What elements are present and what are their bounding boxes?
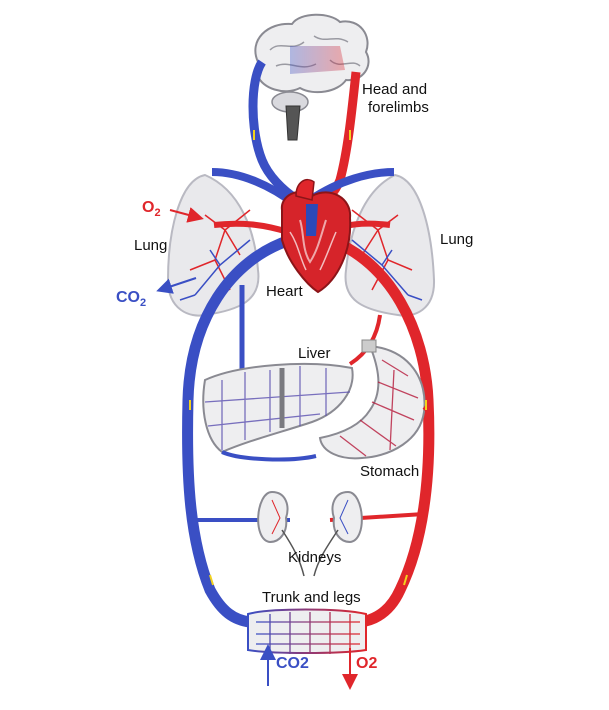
head-vein bbox=[248, 59, 301, 204]
brainstem bbox=[285, 105, 301, 141]
vena-cava bbox=[182, 234, 292, 628]
gut-vein bbox=[221, 450, 317, 462]
label-o2-lung: O2 bbox=[142, 199, 161, 219]
kidney-right bbox=[331, 490, 363, 544]
brain bbox=[254, 13, 370, 141]
label-kidneys: Kidneys bbox=[288, 549, 341, 566]
label-lung-left: Lung bbox=[134, 237, 167, 254]
lung-right bbox=[344, 173, 436, 317]
label-lung-right: Lung bbox=[440, 231, 473, 248]
liver bbox=[202, 363, 354, 454]
label-head: Head and bbox=[362, 81, 427, 98]
label-co2-bottom: CO2 bbox=[276, 655, 309, 672]
ureters bbox=[281, 529, 339, 577]
flow-markers bbox=[189, 130, 427, 586]
trunk-capillaries bbox=[247, 608, 367, 654]
aorta bbox=[328, 234, 435, 628]
label-trunk: Trunk and legs bbox=[262, 589, 361, 606]
co2-out-arrow bbox=[156, 277, 197, 294]
pulmonary-vein-left bbox=[213, 220, 289, 235]
o2-in-arrow bbox=[169, 207, 204, 223]
label-liver: Liver bbox=[298, 345, 331, 362]
stomach bbox=[318, 339, 426, 460]
label-stomach: Stomach bbox=[360, 463, 419, 480]
heart bbox=[280, 178, 352, 294]
label-forelimbs: forelimbs bbox=[368, 99, 429, 116]
label-o2-bottom: O2 bbox=[356, 655, 377, 672]
label-heart: Heart bbox=[266, 283, 304, 300]
kidney-left bbox=[257, 490, 289, 544]
label-co2-lung: CO2 bbox=[116, 289, 146, 309]
